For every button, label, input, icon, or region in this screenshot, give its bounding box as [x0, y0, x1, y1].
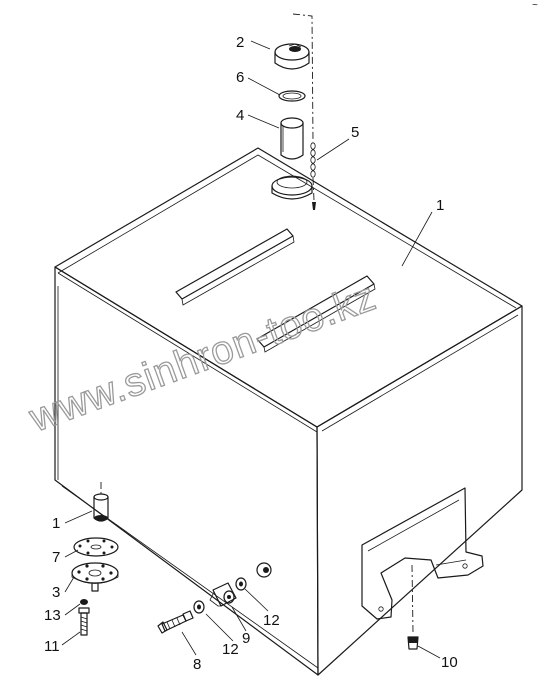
banjo-fitting: [209, 582, 237, 607]
filter-strainer: [280, 117, 304, 160]
sealing-washer-left: [193, 600, 205, 614]
leader-lines: [61, 40, 441, 659]
callout-drain-plug: 10: [441, 654, 458, 671]
callout-spring-washer: 13: [44, 607, 61, 624]
fuel-tank-body: [54, 147, 523, 676]
callout-banjo-fitting: 9: [242, 630, 250, 647]
callout-hollow-bolt: 8: [193, 656, 201, 673]
callout-sealing-washer: 12: [222, 641, 239, 658]
drain-plug: [407, 564, 419, 650]
tank-rib-lower: [256, 275, 376, 353]
corner-mark: ~: [532, 0, 538, 11]
tank-rib-upper: [175, 228, 295, 306]
cap-seal-ring: [278, 90, 306, 102]
callout-flange-bolt: 11: [44, 638, 60, 655]
flange-gasket: [73, 537, 119, 557]
hollow-bolt: [157, 610, 194, 634]
filler-cap: [274, 43, 310, 70]
filter-flange: [71, 562, 119, 592]
watermark-text: www.sinhron-too.kz: [23, 274, 382, 440]
callout-cap: 2: [236, 34, 244, 51]
cap-retention-chain: [292, 13, 316, 210]
callout-filter-flange: 3: [52, 584, 60, 601]
callout-fuel-pickup: 1: [52, 515, 60, 532]
callout-cap-seal: 6: [236, 69, 244, 86]
callout-tank: 1: [436, 197, 444, 214]
callout-labels: 1 2 6 4 5 1 7 3 13 11 8 12 9 12 10: [44, 34, 458, 673]
callout-flange-gasket: 7: [52, 549, 60, 566]
sealing-washer-right: [235, 577, 247, 591]
fuel-pickup-pipe: [93, 482, 109, 522]
filler-neck: [271, 175, 313, 200]
tank-outlet-boss: [256, 562, 272, 578]
callout-chain: 5: [351, 124, 359, 141]
callout-filter: 4: [236, 107, 244, 124]
callout-sealing-washer-right: 12: [263, 612, 280, 629]
flange-bolt: [78, 607, 90, 636]
spring-washer: [80, 599, 88, 605]
tank-mounting-bracket: [361, 487, 484, 620]
